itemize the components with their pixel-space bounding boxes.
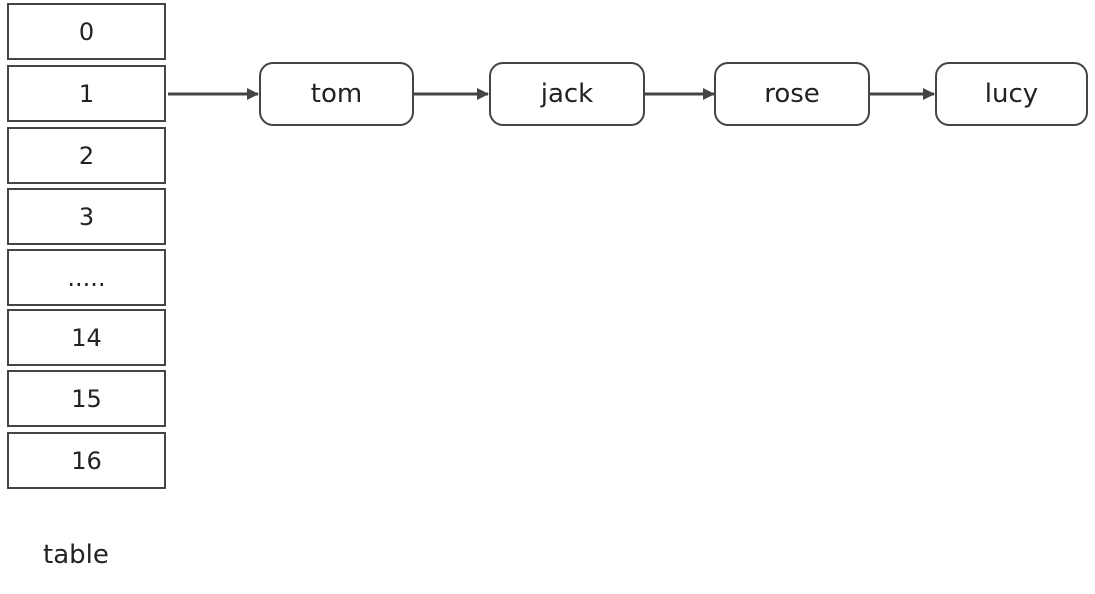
list-node-rose: rose [714,62,870,126]
table-slot-15: 15 [7,370,166,427]
table-slot-0: 0 [7,3,166,60]
table-slot-ellipsis: ..... [7,249,166,306]
table-slot-3: 3 [7,188,166,245]
table-slot-1: 1 [7,65,166,122]
list-node-lucy: lucy [935,62,1088,126]
table-caption: table [43,540,109,570]
list-node-jack: jack [489,62,645,126]
table-slot-14: 14 [7,309,166,366]
list-node-tom: tom [259,62,414,126]
table-slot-16: 16 [7,432,166,489]
table-slot-2: 2 [7,127,166,184]
